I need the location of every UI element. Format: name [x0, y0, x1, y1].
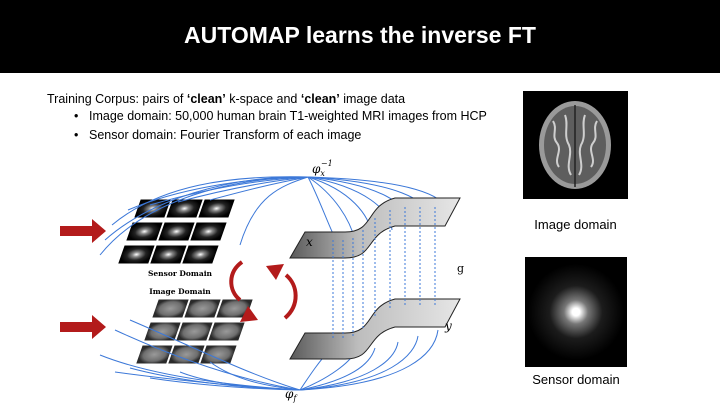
training-corpus-line: Training Corpus: pairs of ‘clean’ k-spac… [47, 92, 405, 106]
bullet-image-domain: Image domain: 50,000 human brain T1-weig… [70, 109, 487, 128]
sensor-domain-thumbnail [525, 257, 627, 367]
image-domain-thumbnail [523, 91, 628, 199]
image-domain-caption: Image domain [523, 217, 628, 232]
input-arrow-image [60, 315, 106, 339]
corpus-bullets: Image domain: 50,000 human brain T1-weig… [70, 109, 487, 147]
corpus-prefix: Training Corpus: pairs of [47, 92, 187, 106]
clean-image-label: ‘clean’ [301, 92, 340, 106]
y-label: y [444, 319, 452, 333]
cycle-arrow-head-top [266, 264, 284, 280]
clean-kspace-label: ‘clean’ [187, 92, 226, 106]
bullet-sensor-domain: Sensor domain: Fourier Transform of each… [70, 128, 487, 147]
automap-diagram: Sensor Domain Image Domain [0, 150, 500, 405]
image-domain-grid [136, 299, 254, 364]
g-label: g [457, 262, 464, 275]
phi-x-inverse-label: φx−1 [312, 159, 333, 178]
slide-title: AUTOMAP learns the inverse FT [0, 22, 720, 49]
sensor-domain-label: Sensor Domain [148, 269, 213, 278]
corpus-middle: k-space and [226, 92, 301, 106]
image-domain-label: Image Domain [149, 287, 211, 296]
sensor-domain-caption: Sensor domain [520, 372, 632, 387]
input-arrow-sensor [60, 219, 106, 243]
corpus-suffix: image data [340, 92, 405, 106]
x-label: x [306, 235, 313, 249]
